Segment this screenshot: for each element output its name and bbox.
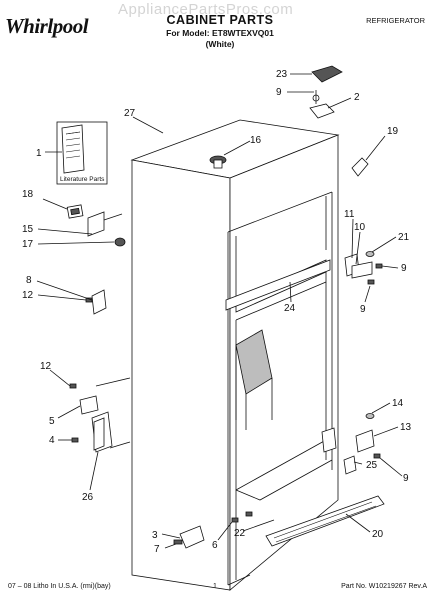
literature-label: Literature Parts — [60, 176, 105, 183]
lower-right-hinge-parts — [321, 413, 381, 475]
callout-21: 21 — [398, 232, 410, 243]
left-hinge-parts-upper — [66, 204, 126, 247]
callout-25: 25 — [366, 460, 378, 471]
callout-11: 11 — [344, 209, 355, 220]
callout-18: 18 — [22, 189, 34, 200]
lower-left-hinge-parts — [69, 377, 131, 453]
color-line: (White) — [205, 39, 235, 49]
callout-4: 4 — [49, 435, 55, 446]
literature-parts: Literature Parts — [56, 121, 108, 185]
callout-14: 14 — [392, 398, 404, 409]
leader-lines — [36, 73, 403, 549]
mullion-part — [225, 259, 331, 311]
callout-16: 16 — [250, 135, 262, 146]
callout-12: 12 — [22, 290, 34, 301]
callout-3: 3 — [152, 530, 158, 541]
footer-part-number: Part No. W10219267 Rev.A — [341, 583, 427, 590]
bottom-hinge-parts — [173, 511, 253, 549]
left-hinge-parts-middle — [85, 289, 107, 315]
callout-24: 24 — [284, 303, 296, 314]
callout-10: 10 — [354, 222, 366, 233]
callout-9: 9 — [403, 473, 409, 484]
callout-9: 9 — [276, 87, 282, 98]
callout-13: 13 — [400, 422, 412, 433]
callout-5: 5 — [49, 416, 55, 427]
page-title: CABINET PARTS — [166, 13, 274, 27]
callout-8: 8 — [26, 275, 32, 286]
top-hinge-assembly — [309, 65, 343, 119]
callout-1: 1 — [36, 148, 42, 159]
callout-2: 2 — [354, 92, 360, 103]
callout-23: 23 — [276, 69, 288, 80]
brand-logo: Whirlpool — [5, 14, 89, 38]
callout-15: 15 — [22, 224, 34, 235]
callout-12: 12 — [40, 361, 52, 372]
part-19 — [351, 157, 369, 177]
base-grille — [265, 495, 385, 547]
callouts: 27 1 16 23 9 2 19 18 15 17 8 12 11 10 21… — [22, 69, 412, 555]
callout-26: 26 — [82, 492, 94, 503]
callout-17: 17 — [22, 239, 34, 250]
appliance-type: REFRIGERATOR — [366, 16, 425, 25]
callout-19: 19 — [387, 126, 399, 137]
callout-22: 22 — [234, 528, 246, 539]
footer-litho: 07 – 08 Litho In U.S.A. (rmi)(bay) — [8, 583, 111, 590]
callout-20: 20 — [372, 529, 384, 540]
footer-page-number: 1 — [213, 583, 217, 590]
callout-6: 6 — [212, 540, 218, 551]
callout-27: 27 — [124, 108, 136, 119]
model-line: For Model: ET8WTEXVQ01 — [166, 28, 274, 38]
callout-7: 7 — [154, 544, 160, 555]
callout-9: 9 — [360, 304, 366, 315]
center-hinge-parts — [344, 251, 383, 285]
top-plug — [209, 155, 227, 169]
callout-9: 9 — [401, 263, 407, 274]
watermark: AppliancePartsPros.com — [118, 1, 294, 18]
